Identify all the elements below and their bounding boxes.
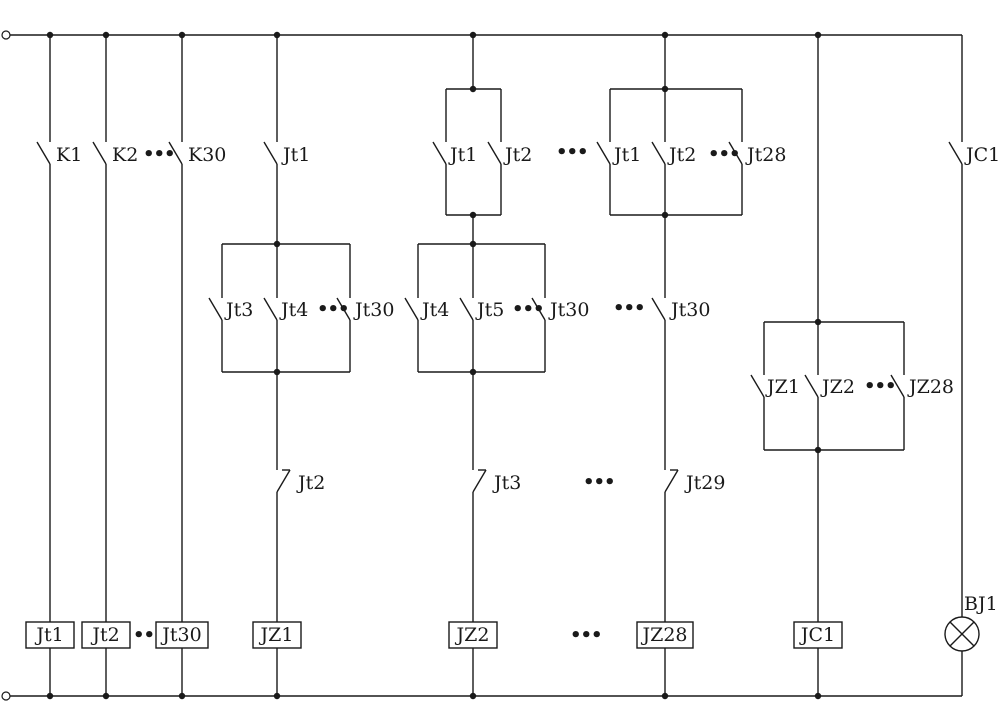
coil-jz1 — [252, 621, 302, 649]
branch-k1: K1 Jt1 — [25, 31, 82, 700]
coil-jt1 — [25, 621, 75, 649]
contact-no-jt2 — [651, 141, 666, 165]
label-coil-jz1: JZ1 — [259, 624, 294, 646]
label-jz1: JZ1 — [765, 376, 800, 398]
contact-no-jt1 — [432, 141, 447, 165]
label-coil-jz2: JZ2 — [455, 624, 490, 646]
junction-node — [469, 692, 477, 700]
junction-node — [102, 692, 110, 700]
label-jt28: Jt28 — [745, 144, 786, 166]
branch-k30: K30 Jt30 — [155, 31, 226, 700]
label-coil-jz28: JZ28 — [641, 624, 688, 646]
label-jt3-nc: Jt3 — [492, 472, 521, 494]
junction-node — [273, 692, 281, 700]
label-bj1: BJ1 — [964, 593, 998, 615]
label-jt4: Jt4 — [279, 299, 308, 321]
label-jt5: Jt5 — [475, 299, 504, 321]
label-jt4: Jt4 — [420, 299, 449, 321]
ellipsis: ••• — [317, 299, 349, 320]
junction-node — [46, 692, 54, 700]
contact-no-k30 — [168, 141, 183, 165]
ellipsis: ••• — [583, 472, 615, 493]
label-jz28: JZ28 — [907, 376, 954, 398]
label-jt1: Jt1 — [281, 144, 310, 166]
label-coil-jt2: Jt2 — [90, 624, 119, 646]
contact-no-k2 — [92, 141, 107, 165]
ellipsis: ••• — [708, 144, 740, 165]
branch-jc1: JZ1 JZ2 ••• JZ28 JC1 — [750, 31, 954, 700]
junction-node — [661, 692, 669, 700]
label-jz2: JZ2 — [820, 376, 855, 398]
label-k1: K1 — [56, 144, 82, 166]
label-jt2: Jt2 — [503, 144, 532, 166]
contact-no-jt30 — [651, 297, 666, 321]
label-jt2: Jt2 — [667, 144, 696, 166]
label-jt1: Jt1 — [612, 144, 641, 166]
contact-nc-jt2 — [276, 469, 291, 493]
label-coil-jt30: Jt30 — [160, 624, 201, 646]
label-jt2-nc: Jt2 — [296, 472, 325, 494]
ellipsis: ••• — [864, 376, 896, 397]
contact-no-jt1 — [596, 141, 611, 165]
bottom-terminal — [1, 691, 11, 701]
coil-jz28 — [636, 621, 694, 649]
contact-no-jt1 — [263, 141, 278, 165]
contact-no-jt2 — [487, 141, 502, 165]
ellipsis: ••• — [613, 298, 645, 319]
label-jt1: Jt1 — [448, 144, 477, 166]
label-k2: K2 — [112, 144, 138, 166]
branch-jz2: Jt1 Jt2 ••• Jt4 Jt5 ••• Jt30 Jt3 JZ2 — [404, 31, 589, 700]
branch-jz1: Jt1 Jt3 Jt4 ••• Jt30 Jt2 JZ1 — [208, 31, 394, 700]
label-jt30: Jt30 — [548, 299, 589, 321]
label-jt30: Jt30 — [669, 299, 710, 321]
contact-no-jt5 — [459, 297, 474, 321]
branch-jz28: Jt1 Jt2 ••• Jt28 Jt30 Jt29 JZ28 — [596, 31, 786, 700]
branch-bj1: JC1 BJ1 — [944, 35, 1000, 696]
label-coil-jc1: JC1 — [799, 624, 835, 646]
contact-no-jt30 — [336, 297, 351, 321]
contact-no-jt4 — [404, 297, 419, 321]
label-jt29-nc: Jt29 — [684, 472, 725, 494]
contact-nc-jt29 — [664, 469, 679, 493]
label-k30: K30 — [188, 144, 226, 166]
label-coil-jt1: Jt1 — [34, 624, 63, 646]
junction-node — [814, 692, 822, 700]
junction-node — [178, 692, 186, 700]
label-jt30: Jt30 — [353, 299, 394, 321]
contact-no-jz2 — [804, 374, 819, 398]
ellipsis: ••• — [556, 142, 588, 163]
label-jt3: Jt3 — [224, 299, 253, 321]
ellipsis: ••• — [143, 144, 175, 165]
coil-jz2 — [448, 621, 498, 649]
top-terminal — [1, 30, 11, 40]
contact-no-k1 — [36, 141, 51, 165]
contact-no-jt3 — [208, 297, 223, 321]
contact-nc-jt3 — [472, 469, 487, 493]
contact-no-jc1 — [948, 141, 963, 165]
contact-no-jz28 — [890, 374, 905, 398]
ellipsis: ••• — [512, 299, 544, 320]
ellipsis: ••• — [570, 625, 602, 646]
coil-jc1 — [793, 621, 843, 649]
label-jc1: JC1 — [964, 144, 1000, 166]
contact-no-jz1 — [750, 374, 765, 398]
branch-k2: K2 Jt2 — [81, 31, 138, 700]
lamp-cross — [949, 621, 975, 647]
contact-no-jt28 — [728, 141, 743, 165]
power-rails — [1, 30, 962, 701]
contact-no-jt30 — [531, 297, 546, 321]
contact-no-jt4 — [263, 297, 278, 321]
